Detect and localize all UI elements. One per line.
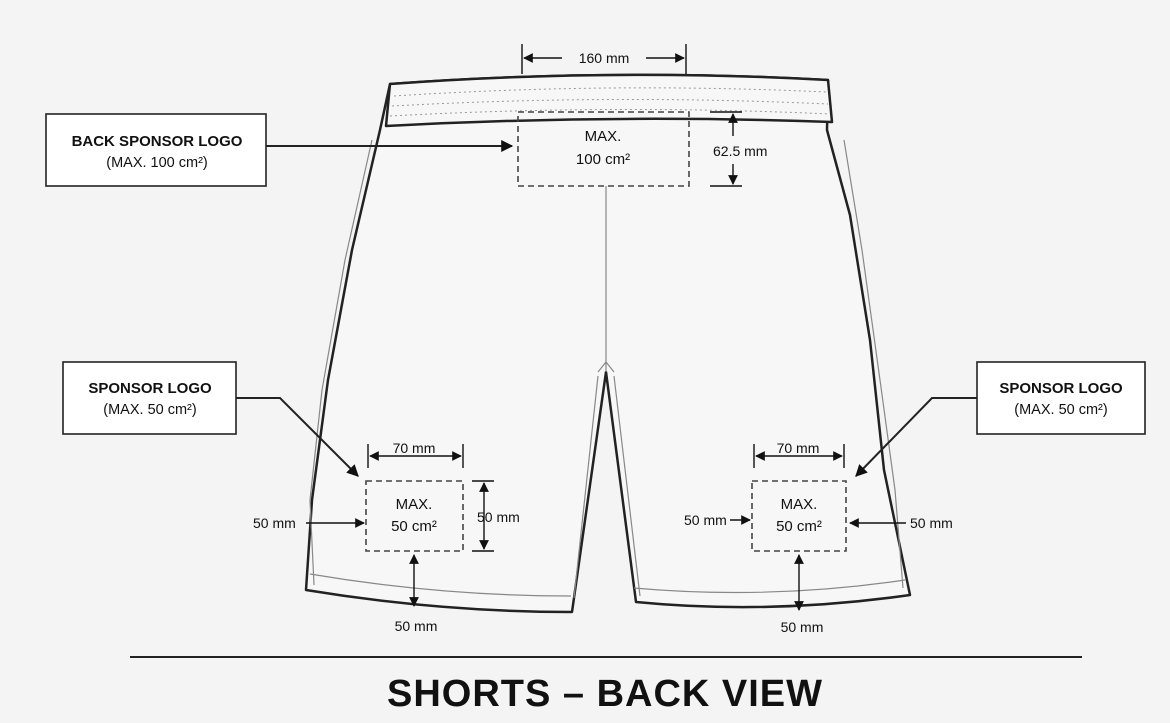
left-sponsor-zone: MAX. 50 cm² <box>365 480 464 552</box>
right-bottom-offset-dimension: 50 mm <box>781 554 824 635</box>
left-hem-stitch <box>309 573 572 597</box>
back-callout-sub: (MAX. 100 cm²) <box>106 155 208 171</box>
left-height-label: 50 mm <box>477 509 520 525</box>
left-zone-max-label: MAX. <box>396 496 433 513</box>
left-bottom-offset-dimension: 50 mm <box>395 554 438 634</box>
left-side-offset-label: 50 mm <box>253 515 296 531</box>
right-zone-max-label: MAX. <box>781 496 818 513</box>
right-callout-title: SPONSOR LOGO <box>999 380 1123 397</box>
back-height-dimension: 62.5 mm <box>710 111 767 187</box>
back-sponsor-callout: BACK SPONSOR LOGO (MAX. 100 cm²) <box>45 113 514 187</box>
back-callout-title: BACK SPONSOR LOGO <box>72 133 243 150</box>
back-zone-area-label: 100 cm² <box>576 151 630 168</box>
shorts-illustration <box>304 73 912 614</box>
right-hem-stitch <box>633 579 906 594</box>
back-height-label: 62.5 mm <box>713 143 767 159</box>
left-height-dimension: 50 mm <box>472 480 520 552</box>
right-inner-offset-dimension: 50 mm <box>684 512 751 528</box>
page-title: SHORTS – BACK VIEW <box>387 673 823 715</box>
back-width-label: 160 mm <box>579 50 630 66</box>
back-width-dimension: 160 mm <box>521 44 687 74</box>
left-callout-sub: (MAX. 50 cm²) <box>103 402 196 418</box>
right-bottom-offset-label: 50 mm <box>781 619 824 635</box>
left-callout-title: SPONSOR LOGO <box>88 380 212 397</box>
left-bottom-offset-label: 50 mm <box>395 618 438 634</box>
waistband-gathers <box>389 87 831 117</box>
left-width-dimension: 70 mm <box>367 440 464 468</box>
left-side-offset-dimension: 50 mm <box>253 515 365 531</box>
left-width-label: 70 mm <box>393 440 436 456</box>
inseam-detail <box>573 361 641 599</box>
right-zone-area-label: 50 cm² <box>776 518 822 535</box>
left-sponsor-callout: SPONSOR LOGO (MAX. 50 cm²) <box>62 361 359 477</box>
right-outer-offset-label: 50 mm <box>910 515 953 531</box>
left-side-seam <box>309 139 373 586</box>
right-callout-sub: (MAX. 50 cm²) <box>1014 402 1107 418</box>
back-zone-max-label: MAX. <box>585 128 622 145</box>
left-zone-area-label: 50 cm² <box>391 518 437 535</box>
right-sponsor-zone: MAX. 50 cm² <box>751 480 847 552</box>
right-sponsor-callout: SPONSOR LOGO (MAX. 50 cm²) <box>855 361 1146 477</box>
back-sponsor-zone: MAX. 100 cm² <box>517 111 690 187</box>
right-inner-offset-label: 50 mm <box>684 512 727 528</box>
right-width-dimension: 70 mm <box>753 440 845 468</box>
right-width-label: 70 mm <box>777 440 820 456</box>
waistband <box>384 73 834 128</box>
right-outer-offset-dimension: 50 mm <box>849 515 953 531</box>
